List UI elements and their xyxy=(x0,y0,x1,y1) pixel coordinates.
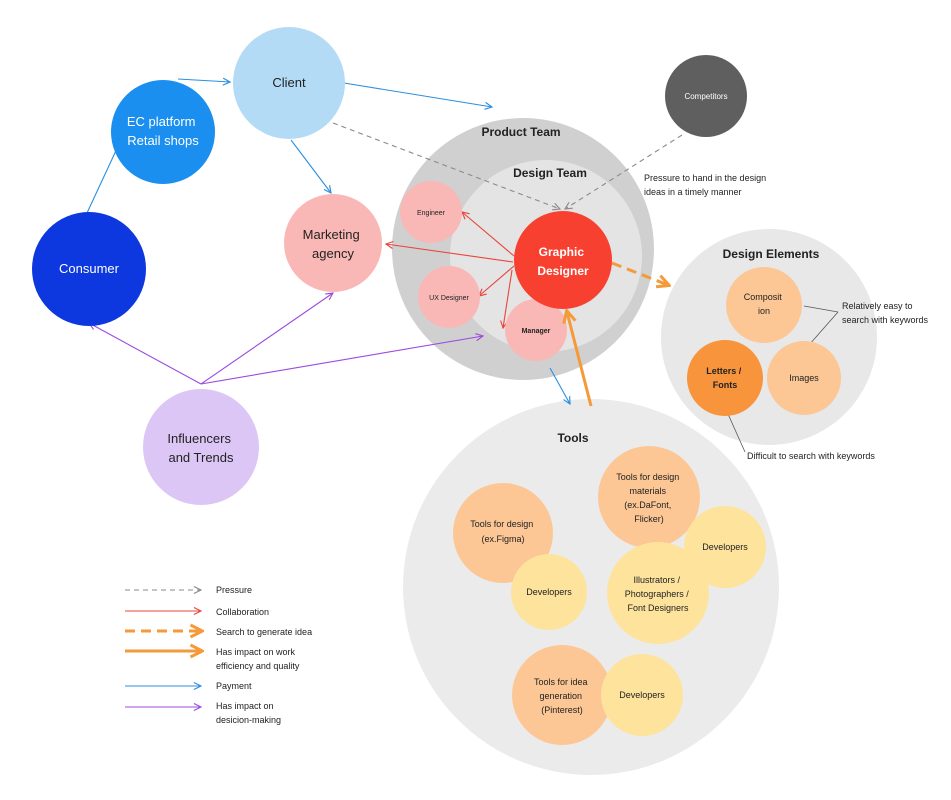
competitors-label: Competitors xyxy=(684,92,727,101)
impact-arrow-tools-designer xyxy=(567,312,593,407)
product-team-title: Product Team xyxy=(481,125,560,139)
developers-label-3: Developers xyxy=(619,690,665,700)
tools-materials-node xyxy=(598,446,700,548)
letters-fonts-label: Letters / Fonts xyxy=(706,366,744,390)
letters-fonts-node xyxy=(687,340,763,416)
ux-designer-label: UX Designer xyxy=(429,295,469,302)
engineer-label: Engineer xyxy=(417,210,446,217)
payment-arrow-client-marketing xyxy=(290,139,331,193)
legend-label-pressure: Pressure xyxy=(216,585,252,595)
composition-label: Composit ion xyxy=(744,292,785,316)
images-node xyxy=(767,341,841,415)
marketing-agency-node xyxy=(284,194,382,292)
graphic-designer-label: Graphic Designer xyxy=(537,245,589,278)
easy-search-connector-a xyxy=(803,305,839,313)
legend-label-impact: Has impact on work efficiency and qualit… xyxy=(216,647,300,671)
engineer-node xyxy=(400,181,462,243)
legend-label-decision: Has impact on desicion-making xyxy=(216,701,281,725)
tools-materials-label: Tools for design materials (ex.DaFont, F… xyxy=(616,472,682,524)
difficult-search-connector xyxy=(727,413,746,453)
collab-arrow-designer-engineer xyxy=(462,212,515,257)
design-elements-title: Design Elements xyxy=(723,247,820,261)
client-label: Client xyxy=(272,75,306,90)
manager-label: Manager xyxy=(522,328,551,335)
client-node xyxy=(233,27,345,139)
developers-node-3 xyxy=(601,654,683,736)
design-team-title: Design Team xyxy=(513,166,587,180)
consumer-label: Consumer xyxy=(59,261,120,276)
decision-arrow-influencers-marketing xyxy=(200,293,333,385)
graphic-designer-node xyxy=(514,211,612,309)
developers-label-2: Developers xyxy=(702,542,748,552)
search-arrow-designer-elements xyxy=(611,261,668,285)
legend: Pressure Collaboration Search to generat… xyxy=(125,585,312,725)
payment-arrow-product-tools xyxy=(549,367,570,404)
influencers-node xyxy=(143,389,259,505)
developers-node-2 xyxy=(684,506,766,588)
easy-search-connector-b xyxy=(808,311,839,346)
composition-node xyxy=(726,267,802,343)
collab-arrow-designer-ux xyxy=(479,265,515,296)
tools-design-label: Tools for design (ex.Figma) xyxy=(470,519,536,544)
pressure-arrow-client-designer xyxy=(332,122,560,209)
consumer-node xyxy=(32,212,146,326)
tools-design-node xyxy=(453,483,553,583)
ec-platform-label: EC platform Retail shops xyxy=(127,114,199,148)
competitors-node xyxy=(665,55,747,137)
legend-label-payment: Payment xyxy=(216,681,252,691)
illustrators-label: Illustrators / Photographers / Font Desi… xyxy=(625,575,692,613)
payment-arrow-ec-client xyxy=(177,79,230,82)
developers-node-1 xyxy=(511,554,587,630)
tools-title: Tools xyxy=(557,431,588,445)
ux-designer-node xyxy=(418,266,480,328)
legend-label-collaboration: Collaboration xyxy=(216,607,269,617)
developers-label-1: Developers xyxy=(526,587,572,597)
illustrators-node xyxy=(607,542,709,644)
manager-node xyxy=(505,299,567,361)
difficult-search-note: Difficult to search with keywords xyxy=(747,451,875,461)
legend-label-search: Search to generate idea xyxy=(216,627,312,637)
tools-idea-node xyxy=(512,645,612,745)
pressure-note: Pressure to hand in the design ideas in … xyxy=(644,173,769,197)
marketing-agency-label: Marketing agency xyxy=(303,227,364,261)
collab-arrow-designer-manager xyxy=(503,269,513,328)
decision-arrow-influencers-consumer xyxy=(89,323,202,385)
tools-idea-label: Tools for idea generation (Pinterest) xyxy=(534,677,590,715)
images-label: Images xyxy=(789,373,819,383)
payment-arrow-consumer-ec xyxy=(86,142,120,214)
payment-arrow-client-product xyxy=(343,82,492,107)
influencers-label: Influencers and Trends xyxy=(167,431,234,465)
decision-arrow-influencers-product xyxy=(200,336,483,385)
ec-platform-node xyxy=(111,80,215,184)
easy-search-note: Relatively easy to search with keywords xyxy=(842,301,929,325)
collab-arrow-designer-marketing xyxy=(386,244,514,263)
